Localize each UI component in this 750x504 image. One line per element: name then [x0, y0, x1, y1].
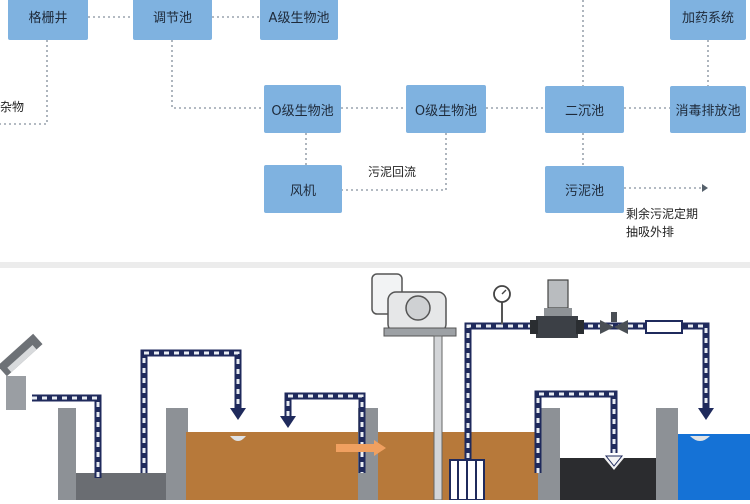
- flow-meter-icon: [645, 320, 683, 334]
- note-debris: 杂物: [0, 100, 25, 114]
- grating-tank: [58, 408, 188, 500]
- node-grating-well: 格栅井: [8, 0, 88, 40]
- pressure-gauge-icon: [493, 285, 511, 324]
- transfer-arrow-icon: [336, 440, 386, 456]
- clean-water-tank: [678, 434, 750, 500]
- process-flowchart: 格栅井 调节池 A级生物池 加药系统 O级生物池 O级生物池 二沉池 消毒排放池…: [0, 0, 746, 239]
- note-excess-sludge-1: 剩余污泥定期: [626, 207, 699, 221]
- pump-icon: [530, 279, 584, 338]
- grating-device-icon: [0, 333, 43, 410]
- note-excess-sludge-2: 抽吸外排: [626, 225, 675, 239]
- node-dosing-system: 加药系统: [670, 0, 746, 40]
- plant-cross-section: [0, 273, 750, 501]
- node-secondary-clarifier: 二沉池: [545, 86, 624, 133]
- node-blower: 风机: [264, 165, 342, 213]
- section-divider: [0, 262, 750, 268]
- process-illustration: [0, 268, 750, 501]
- node-sludge-tank: 污泥池: [545, 166, 624, 213]
- node-disinfection-tank: 消毒排放池: [670, 86, 746, 133]
- note-sludge-return: 污泥回流: [368, 165, 417, 179]
- node-a-bio-tank: A级生物池: [260, 0, 338, 40]
- node-o-bio-tank-1: O级生物池: [264, 85, 341, 133]
- node-o-bio-tank-2: O级生物池: [406, 85, 486, 133]
- bio-tank: [186, 408, 560, 500]
- clarifier-tank: [560, 408, 678, 500]
- node-regulating-tank: 调节池: [133, 0, 212, 40]
- valve-icon: [600, 312, 628, 334]
- diffuser-icon: [449, 459, 485, 501]
